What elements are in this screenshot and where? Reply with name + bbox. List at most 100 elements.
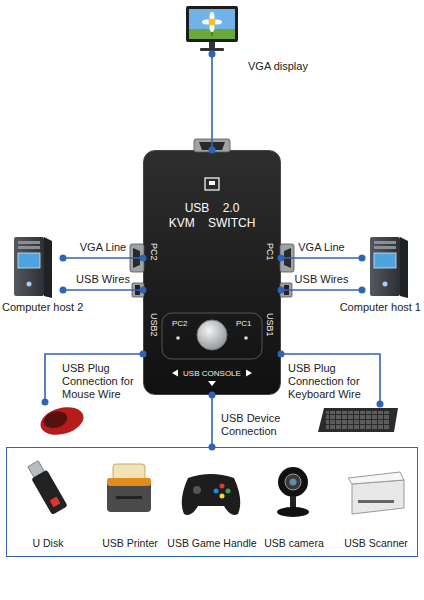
monitor-icon [212, 20, 222, 25]
wire-end-dot [60, 287, 67, 294]
computer-tower-icon [370, 237, 400, 296]
display-node: VGA display [184, 6, 240, 54]
computer-tower-icon [400, 237, 408, 298]
wire-end-dot [278, 351, 285, 358]
wire-end-dot [209, 392, 216, 399]
vga-port [284, 248, 291, 268]
node-label: USB2 [149, 313, 159, 337]
wire-end-dot [278, 255, 285, 262]
usb-disk-icon [28, 461, 45, 479]
node-label: USB camera [264, 537, 324, 550]
status-led [176, 336, 180, 340]
usb-device: USB Game Handle [171, 452, 253, 554]
usb-logo [209, 181, 215, 185]
wire-end-dot [42, 399, 49, 406]
node-label: USB Game Handle [167, 537, 256, 550]
monitor-icon [189, 9, 235, 39]
computer-tower-icon [370, 237, 408, 298]
monitor-icon [202, 20, 212, 25]
usb-device: USB Printer [89, 452, 171, 554]
game-handle-icon [220, 484, 225, 489]
wire-end-dot [209, 444, 216, 451]
connector-wire [211, 395, 213, 447]
game-handle-icon [182, 474, 241, 515]
monitor-icon [210, 12, 215, 22]
node-label: U Disk [33, 537, 64, 550]
front-panel-frame [162, 313, 262, 359]
game-handle-icon [226, 489, 231, 494]
computer-tower-icon [374, 246, 396, 249]
usb-printer-icon [113, 464, 145, 480]
keyboard-icon [318, 408, 398, 432]
computer-tower-icon [18, 253, 40, 268]
usb-port [284, 285, 289, 295]
usb-camera-icon [290, 496, 296, 508]
node-label: PC2 [149, 243, 159, 261]
usb-camera-icon [277, 467, 309, 517]
vga-port [133, 248, 140, 268]
computer-tower-icon [383, 282, 388, 287]
usb-device-group: USB Device ConnectionU DiskUSB PrinterUS… [6, 447, 418, 557]
usb-printer-icon [116, 496, 142, 499]
usb-disk-icon [50, 496, 61, 507]
usb-logo [205, 178, 219, 190]
connector-wire [63, 257, 143, 259]
connector-wire [281, 257, 362, 259]
vga-port [194, 139, 230, 152]
node-label: VGA display [248, 60, 308, 73]
connector-wire [281, 354, 380, 404]
node-label: PC1 [236, 319, 252, 329]
wire-label: VGA Line [80, 241, 126, 254]
wire-end-dot [278, 287, 285, 294]
wire-end-dot [140, 351, 147, 358]
computer-host: Computer host 2 [8, 235, 63, 297]
computer-tower-icon [374, 253, 396, 268]
computer-tower-icon [44, 237, 52, 298]
usb-scanner-icon [358, 500, 394, 503]
vga-port [199, 142, 225, 150]
keyboard-icon [318, 408, 398, 432]
wire-end-dot [359, 255, 366, 262]
monitor-icon [200, 48, 224, 51]
node-label: PC2 [172, 319, 188, 329]
mouse-icon [37, 403, 86, 440]
mouse-icon [37, 403, 86, 440]
usb-logo [205, 178, 219, 190]
computer-tower-icon [374, 241, 396, 244]
usb-device: USB Scanner [335, 452, 417, 554]
status-led [176, 336, 248, 340]
console-arrow [172, 370, 252, 387]
wire-end-dot [377, 401, 384, 408]
wire-label: USB Wires [76, 273, 130, 286]
game-handle-icon [182, 474, 241, 515]
node-label: USB Printer [102, 537, 157, 550]
node-label: USB 2.0 KVM SWITCH [167, 201, 257, 231]
usb-port [135, 285, 140, 295]
wire-end-dot [140, 287, 147, 294]
status-led [244, 336, 248, 340]
monitor-icon [186, 6, 238, 42]
computer-tower-icon [18, 241, 40, 244]
computer-tower-icon [14, 237, 44, 296]
monitor-icon [209, 19, 216, 26]
usb-scanner-icon [348, 472, 404, 514]
vga-port [130, 244, 144, 272]
computer-tower-icon [27, 282, 32, 287]
mouse-device: USB Plug Connection for Mouse Wire [30, 402, 90, 438]
usb-port [132, 283, 144, 297]
wire-end-dot [359, 287, 366, 294]
monitor-icon [210, 22, 215, 32]
connector-wire [45, 354, 143, 402]
usb-camera-icon [285, 474, 301, 490]
usb-scanner-icon [352, 480, 404, 514]
node-label: USB1 [265, 313, 275, 337]
usb-device: USB camera [253, 452, 335, 554]
mouse-icon [45, 422, 52, 426]
usb-port [280, 283, 292, 297]
node-label: PC1 [265, 243, 275, 261]
monitor-icon [186, 6, 238, 51]
connector-wire [211, 54, 213, 150]
computer-tower-icon [18, 246, 40, 249]
